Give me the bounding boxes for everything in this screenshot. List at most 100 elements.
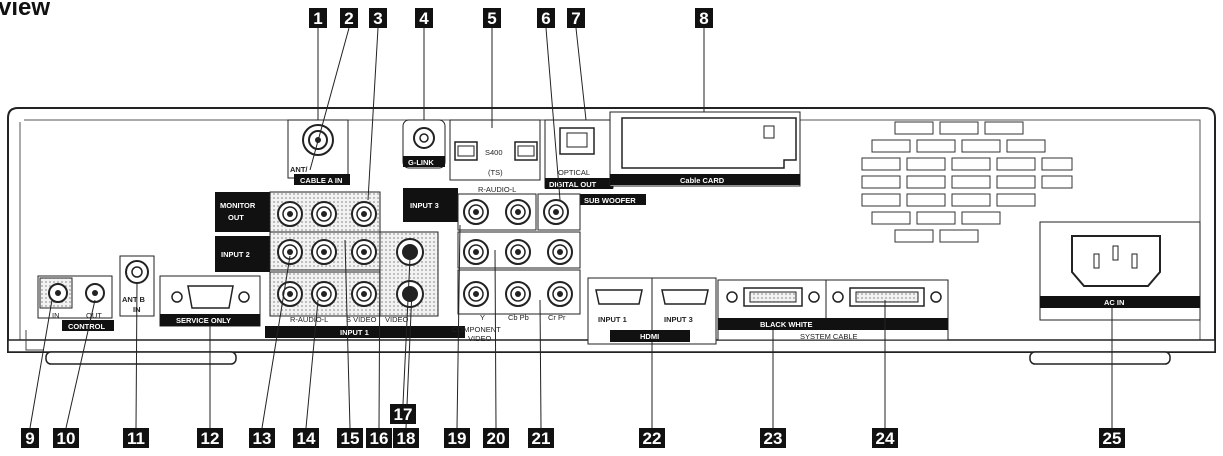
- rca-jack: [277, 239, 303, 265]
- callout-1: 1: [309, 8, 327, 28]
- service-only-port: SERVICE ONLY: [159, 275, 261, 327]
- rca-jack: [463, 199, 489, 225]
- callout-number: 25: [1103, 429, 1122, 448]
- callout-6: 6: [537, 8, 555, 28]
- digital-out-label: DIGITAL OUT: [549, 180, 597, 189]
- hdmi-label: HDMI: [640, 332, 659, 341]
- cbpb-label: Cb Pb: [508, 313, 529, 322]
- rca-jack: [505, 281, 531, 307]
- callout-5: 5: [483, 8, 501, 28]
- callout-22: 22: [639, 428, 665, 448]
- callout-17: 17: [390, 404, 416, 424]
- callout-number: 5: [487, 9, 496, 28]
- callout-11: 11: [123, 428, 149, 448]
- video-label: VIDEO: [385, 315, 409, 324]
- sub-woofer-label: SUB WOOFER: [584, 196, 636, 205]
- callout-20: 20: [483, 428, 509, 448]
- page-title: r view: [0, 0, 51, 21]
- rca-jack: [311, 239, 337, 265]
- leader-line-19: [456, 224, 461, 429]
- rca-jack: [505, 239, 531, 265]
- system-cable-ports: BLACK WHITE SYSTEM CABLE: [717, 279, 949, 341]
- callout-number: 20: [487, 429, 506, 448]
- callout-16: 16: [366, 428, 392, 448]
- callout-number: 2: [344, 9, 353, 28]
- input2-label: INPUT 2: [221, 250, 250, 259]
- y-label: Y: [480, 313, 485, 322]
- callout-number: 4: [419, 9, 429, 28]
- cable-card-slot: Cable CARD: [609, 111, 801, 187]
- callout-number: 9: [25, 429, 34, 448]
- sub-woofer-tab: [580, 194, 646, 205]
- callout-number: 11: [127, 429, 145, 448]
- ac-in-label: AC IN: [1104, 298, 1124, 307]
- callout-number: 16: [370, 429, 389, 448]
- r-audio-l-bottom-label: R-AUDIO-L: [290, 315, 328, 324]
- ant-b-label: ANT B: [122, 295, 145, 304]
- callout-18: 18: [393, 428, 419, 448]
- callout-13: 13: [249, 428, 275, 448]
- g-link-label: G-LINK: [408, 158, 434, 167]
- s-video-jack: [396, 280, 424, 308]
- monitor-out-label-1: MONITOR: [220, 201, 256, 210]
- leader-line-16: [378, 239, 381, 429]
- vent-grill: [861, 121, 1073, 243]
- rca-jack: [463, 239, 489, 265]
- callout-number: 1: [313, 9, 322, 28]
- black-white-label: BLACK WHITE: [760, 320, 813, 329]
- callout-number: 10: [57, 429, 76, 448]
- service-only-label: SERVICE ONLY: [176, 316, 231, 325]
- component-label-1: COMPONENT: [452, 325, 501, 334]
- callout-number: 24: [876, 429, 895, 448]
- rca-jack: [547, 239, 573, 265]
- monitor-out-label-2: OUT: [228, 213, 244, 222]
- rca-jack: [547, 281, 573, 307]
- callout-number: 15: [341, 429, 360, 448]
- hdmi-input3-label: INPUT 3: [664, 315, 693, 324]
- leader-line-15: [344, 239, 351, 429]
- leader-line-7: [575, 27, 587, 121]
- rca-jack: [351, 239, 377, 265]
- callout-number: 22: [643, 429, 662, 448]
- callout-number: 23: [764, 429, 783, 448]
- leader-line-6: [545, 27, 561, 201]
- system-cable-label: SYSTEM CABLE: [800, 332, 858, 341]
- leader-lines: [29, 27, 1113, 429]
- input3-label: INPUT 3: [410, 201, 439, 210]
- optical-digital-out: OPTICAL DIGITAL OUT: [544, 119, 614, 189]
- monitor-out-tab: [215, 192, 270, 232]
- callout-19: 19: [444, 428, 470, 448]
- g-link-jack: G-LINK: [402, 119, 446, 169]
- callout-number: 3: [373, 9, 382, 28]
- callout-25: 25: [1099, 428, 1125, 448]
- callout-number: 8: [699, 9, 708, 28]
- rca-jack: [311, 281, 337, 307]
- crpr-label: Cr Pr: [548, 313, 566, 322]
- leader-line-10: [65, 299, 96, 429]
- callout-number: 6: [541, 9, 550, 28]
- rca-jack: [311, 201, 337, 227]
- callout-3: 3: [369, 8, 387, 28]
- control-label: CONTROL: [68, 322, 105, 331]
- callout-12: 12: [197, 428, 223, 448]
- leader-line-21: [539, 299, 542, 429]
- callout-number: 12: [201, 429, 220, 448]
- callout-24: 24: [872, 428, 898, 448]
- callout-10: 10: [53, 428, 79, 448]
- rca-jack: [543, 199, 569, 225]
- ant-label: ANT/: [290, 165, 308, 174]
- callout-number: 19: [448, 429, 467, 448]
- hdmi-ports: INPUT 1 INPUT 3 HDMI: [587, 277, 717, 345]
- callout-15: 15: [337, 428, 363, 448]
- callout-7: 7: [567, 8, 585, 28]
- cable-card-label: Cable CARD: [680, 176, 725, 185]
- s-video-label: S VIDEO: [346, 315, 377, 324]
- callout-number: 13: [253, 429, 272, 448]
- callout-23: 23: [760, 428, 786, 448]
- callout-4: 4: [415, 8, 433, 28]
- input2-tab: [215, 236, 270, 272]
- component-label-2: VIDEO: [468, 334, 492, 343]
- leader-line-13: [261, 255, 291, 429]
